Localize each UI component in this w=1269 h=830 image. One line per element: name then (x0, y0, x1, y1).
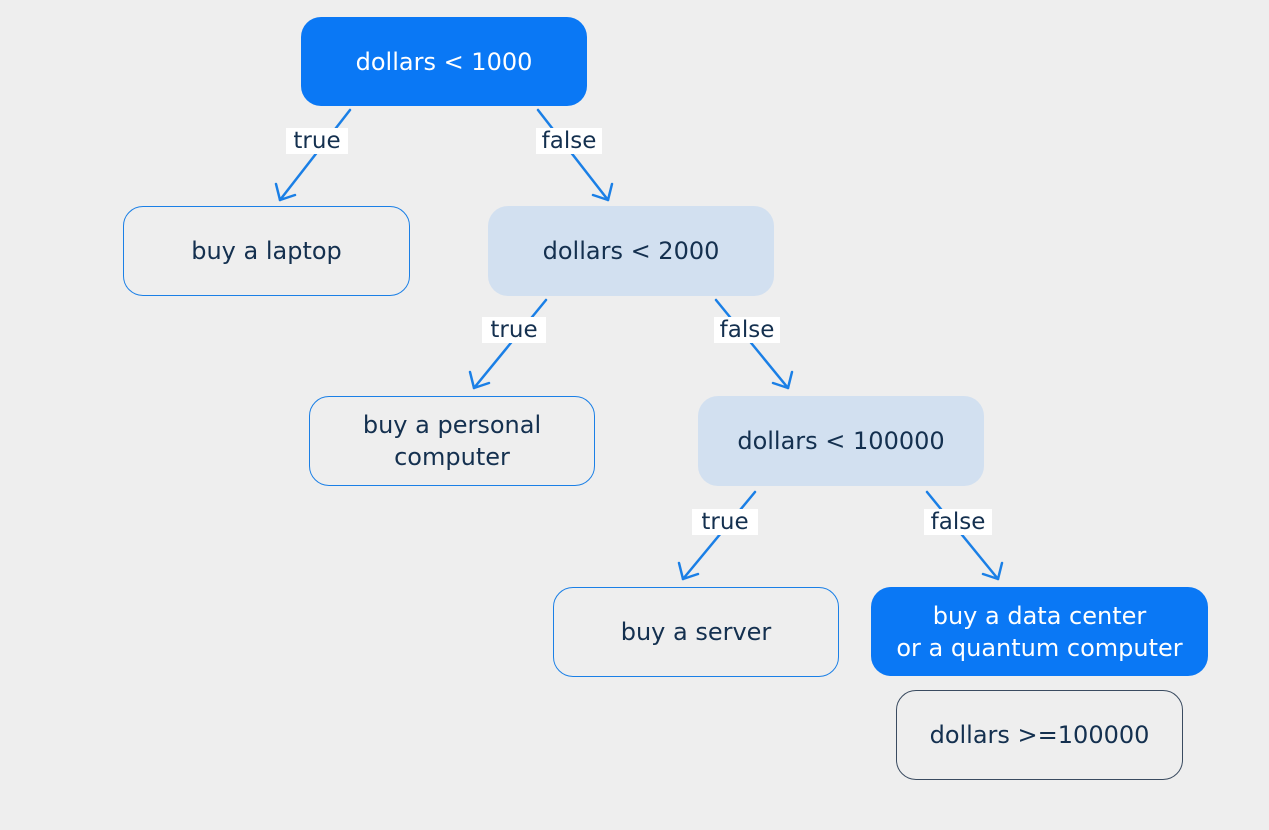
server-outcome-node: buy a server (553, 587, 839, 677)
laptop-outcome-node: buy a laptop (123, 206, 410, 296)
condition-100000-node: dollars < 100000 (698, 396, 984, 486)
condition-2000-node: dollars < 2000 (488, 206, 774, 296)
condition-100000-label: dollars < 100000 (737, 427, 945, 455)
condition-note-label: dollars >=100000 (929, 721, 1150, 749)
personal-computer-outcome-node: buy a personal computer (309, 396, 595, 486)
edge-label-root-laptop: true (286, 128, 348, 154)
data-center-outcome-node: buy a data center or a quantum computer (871, 587, 1208, 676)
edge-cond2000-cond100000 (714, 298, 794, 390)
edge-label-cond100000-datacenter: false (924, 509, 992, 535)
laptop-outcome-label: buy a laptop (191, 237, 342, 265)
condition-note-node: dollars >=100000 (896, 690, 1183, 780)
server-outcome-label: buy a server (620, 618, 772, 646)
edge-label-cond100000-server: true (692, 509, 758, 535)
edge-root-cond2000 (536, 108, 614, 202)
edge-cond100000-server (677, 490, 757, 581)
edge-root-laptop (274, 108, 352, 202)
root-condition-node: dollars < 1000 (301, 17, 587, 106)
data-center-outcome-label: buy a data center or a quantum computer (896, 601, 1183, 662)
edge-label-root-cond2000: false (536, 128, 602, 154)
edge-cond2000-personal (468, 298, 548, 390)
root-condition-label: dollars < 1000 (355, 47, 533, 76)
personal-computer-outcome-label: buy a personal computer (362, 411, 542, 471)
condition-2000-label: dollars < 2000 (542, 237, 720, 265)
edge-label-cond2000-cond100000: false (714, 317, 780, 343)
edge-label-cond2000-personal: true (482, 317, 546, 343)
edge-cond100000-datacenter (925, 490, 1004, 581)
